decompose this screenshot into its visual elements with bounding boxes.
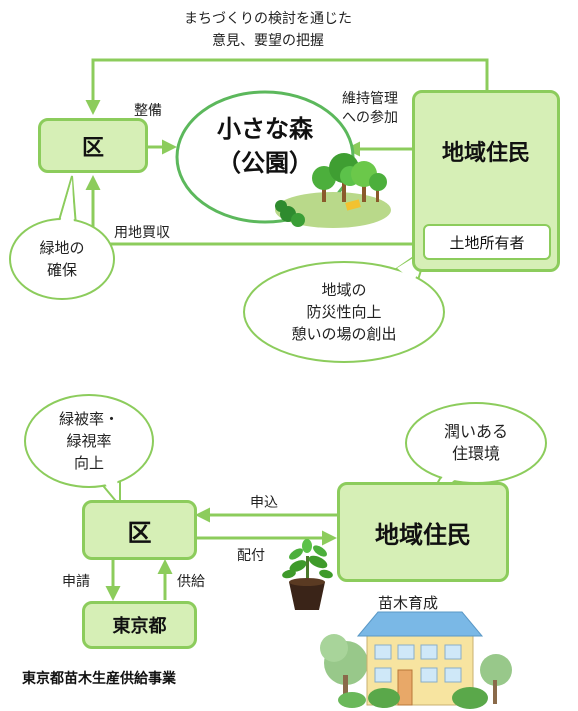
seedling-illustration — [282, 539, 333, 610]
green-rate-line3: 向上 — [73, 454, 104, 472]
living-line1: 潤いある — [443, 422, 508, 441]
maintain-label-line1: 維持管理 — [342, 91, 398, 107]
request-label: 申請 — [62, 574, 90, 590]
green-rate-line1: 緑被率・ — [58, 410, 119, 428]
land-purchase-label: 用地買収 — [114, 225, 170, 241]
benefit-line1: 地域の — [321, 281, 367, 299]
tokyo-box: 東京都 — [82, 601, 197, 649]
ward-box-bottom: 区 — [82, 500, 197, 560]
green-rate-text: 緑被率・ 緑視率 向上 — [39, 408, 139, 474]
ward-label-top: 区 — [81, 135, 104, 161]
program-caption: 東京都苗木生産供給事業 — [22, 671, 176, 687]
tokyo-label: 東京都 — [112, 616, 167, 637]
develop-label: 整備 — [134, 103, 162, 119]
maintain-label-line2: への参加 — [342, 110, 398, 126]
maintain-label: 維持管理 への参加 — [342, 90, 398, 128]
ward-box-top: 区 — [38, 118, 148, 173]
living-text: 潤いある 住環境 — [426, 421, 526, 465]
green-secure-text: 緑地の 確保 — [22, 237, 102, 281]
forest-illustration — [275, 153, 391, 228]
green-secure-bubble — [9, 175, 115, 300]
forest-title-line1: 小さな森 — [217, 115, 313, 143]
feedback-arrow — [85, 58, 489, 115]
green-secure-line2: 確保 — [46, 261, 77, 279]
feedback-label-line2: 意見、要望の把握 — [212, 33, 324, 49]
landowner-label: 土地所有者 — [449, 233, 525, 252]
feedback-label: まちづくりの検討を通じた 意見、要望の把握 — [143, 8, 393, 52]
seedling-label: 苗木育成 — [378, 594, 439, 612]
living-line2: 住環境 — [451, 444, 500, 463]
house-illustration — [320, 611, 512, 709]
residents-box-bottom: 地域住民 — [337, 482, 509, 582]
forest-title: 小さな森 （公園） — [185, 112, 345, 180]
benefit-text: 地域の 防災性向上 憩いの場の創出 — [259, 279, 429, 345]
landowner-box: 土地所有者 — [423, 224, 551, 260]
residents-label-top: 地域住民 — [441, 141, 530, 166]
benefit-line3: 憩いの場の創出 — [291, 325, 397, 343]
ward-label-bottom: 区 — [127, 518, 152, 547]
forest-title-line2: （公園） — [217, 149, 313, 177]
benefit-line2: 防災性向上 — [306, 303, 382, 321]
green-rate-line2: 緑視率 — [66, 432, 112, 450]
green-secure-line1: 緑地の — [39, 239, 85, 257]
supply-label: 供給 — [177, 574, 205, 590]
residents-label-bottom: 地域住民 — [375, 520, 471, 549]
distribute-label: 配付 — [237, 548, 265, 564]
apply-label: 申込 — [250, 495, 278, 511]
feedback-label-line1: まちづくりの検討を通じた — [184, 11, 352, 27]
green-rate-bubble — [24, 394, 154, 509]
